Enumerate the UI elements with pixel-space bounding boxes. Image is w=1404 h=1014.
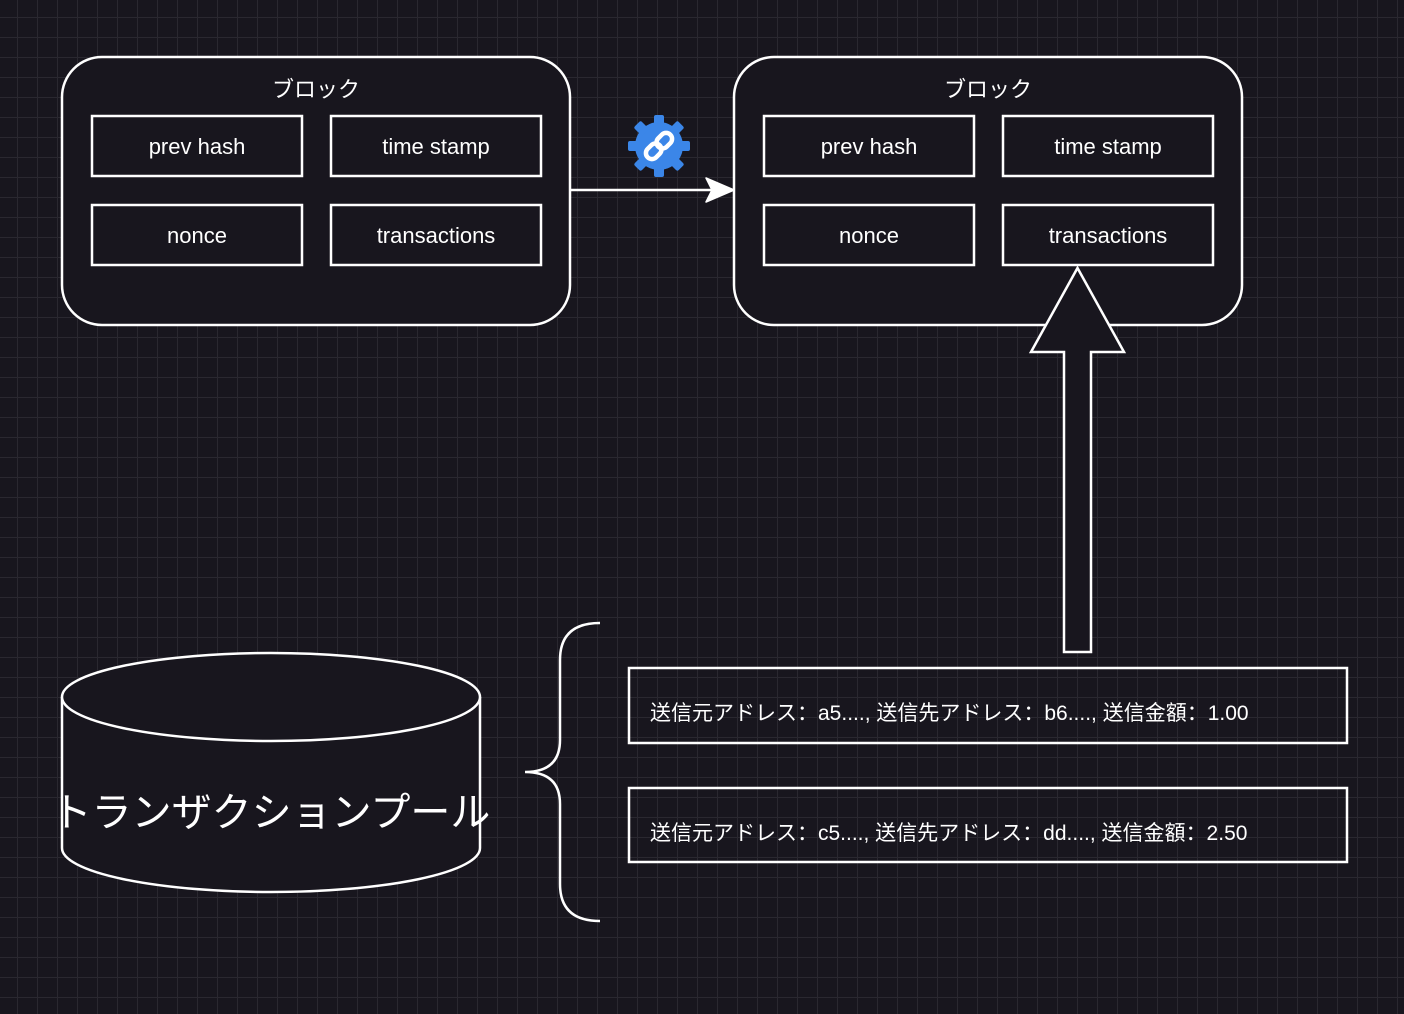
transaction-item-1[interactable]: 送信元アドレス：a5...., 送信先アドレス：b6...., 送信金額：1.0… <box>627 666 1349 745</box>
transactions-to-block-arrow[interactable] <box>1028 265 1127 654</box>
block-1-field-transactions[interactable]: transactions <box>329 203 543 267</box>
field-label: time stamp <box>382 134 490 159</box>
block-2-title: ブロック <box>944 77 1032 102</box>
block-1-field-prev-hash[interactable]: prev hash <box>90 114 304 178</box>
transaction-item-2[interactable]: 送信元アドレス：c5...., 送信先アドレス：dd...., 送信金額：2.5… <box>627 786 1349 864</box>
block-1[interactable]: ブロック prev hash time stamp nonce transact… <box>60 55 572 327</box>
block-2-field-nonce[interactable]: nonce <box>762 203 976 267</box>
block-2-field-time-stamp[interactable]: time stamp <box>1001 114 1215 178</box>
field-label: nonce <box>839 223 899 248</box>
transaction-text: 送信元アドレス：c5...., 送信先アドレス：dd...., 送信金額：2.5… <box>650 822 1247 845</box>
field-label: transactions <box>377 223 496 248</box>
block-1-title: ブロック <box>272 77 360 102</box>
field-label: prev hash <box>821 134 918 159</box>
pool-contents-brace <box>524 621 601 923</box>
block-2[interactable]: ブロック prev hash time stamp nonce transact… <box>732 55 1244 327</box>
gear-chain-link-icon <box>628 115 690 177</box>
block-2-field-transactions[interactable]: transactions <box>1001 203 1215 267</box>
field-label: prev hash <box>149 134 246 159</box>
transaction-pool-label: トランザクションプール <box>52 791 491 835</box>
transaction-pool-cylinder[interactable]: トランザクションプール <box>52 651 491 894</box>
block-2-field-prev-hash[interactable]: prev hash <box>762 114 976 178</box>
block-link-arrow[interactable] <box>570 177 735 203</box>
block-1-field-time-stamp[interactable]: time stamp <box>329 114 543 178</box>
field-label: transactions <box>1049 223 1168 248</box>
field-label: nonce <box>167 223 227 248</box>
transaction-text: 送信元アドレス：a5...., 送信先アドレス：b6...., 送信金額：1.0… <box>650 702 1249 725</box>
block-1-field-nonce[interactable]: nonce <box>90 203 304 267</box>
field-label: time stamp <box>1054 134 1162 159</box>
